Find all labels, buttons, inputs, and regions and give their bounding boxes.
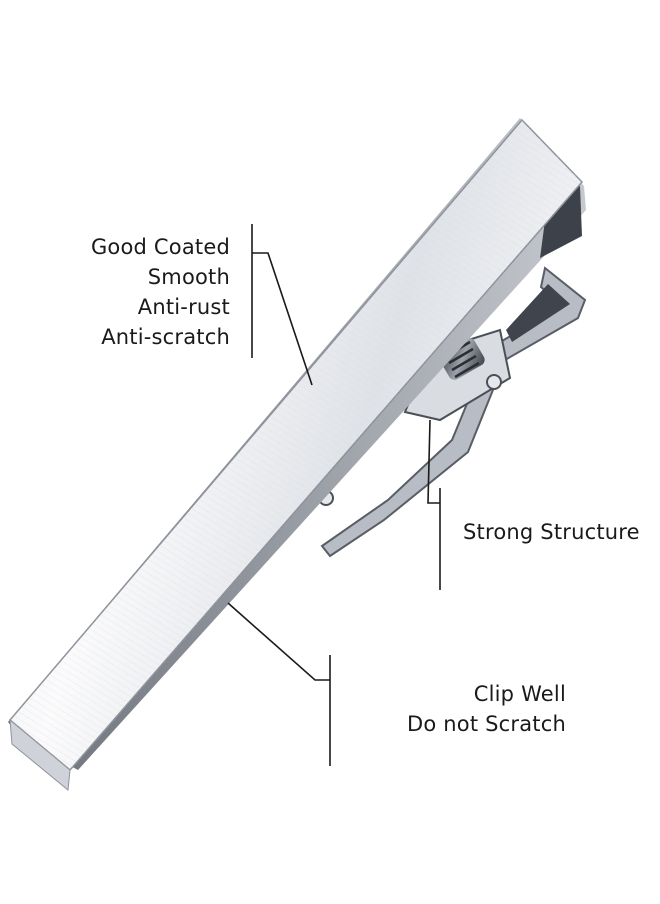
- callout-clip-line-2: Do not Scratch: [406, 712, 566, 736]
- callout-finish-line-3: Anti-rust: [137, 295, 230, 319]
- callout-lines: [227, 224, 441, 766]
- callout-finish-line-4: Anti-scratch: [101, 325, 230, 349]
- callout-structure: Strong Structure: [463, 517, 640, 547]
- callout-finish: Good Coated Smooth Anti-rust Anti-scratc…: [91, 232, 230, 352]
- callout-line-structure-pointer: [427, 419, 440, 504]
- callout-line-finish-pointer: [252, 252, 313, 386]
- callout-line-clip-pointer: [227, 602, 330, 681]
- clip-prong: [320, 266, 587, 558]
- callout-clip: Clip Well Do not Scratch: [407, 679, 566, 739]
- callout-finish-line-1: Good Coated: [90, 235, 230, 259]
- callout-finish-line-2: Smooth: [147, 265, 230, 289]
- callout-clip-line-1: Clip Well: [473, 682, 566, 706]
- callout-structure-line-1: Strong Structure: [463, 520, 640, 544]
- bar-top-face: [8, 118, 584, 791]
